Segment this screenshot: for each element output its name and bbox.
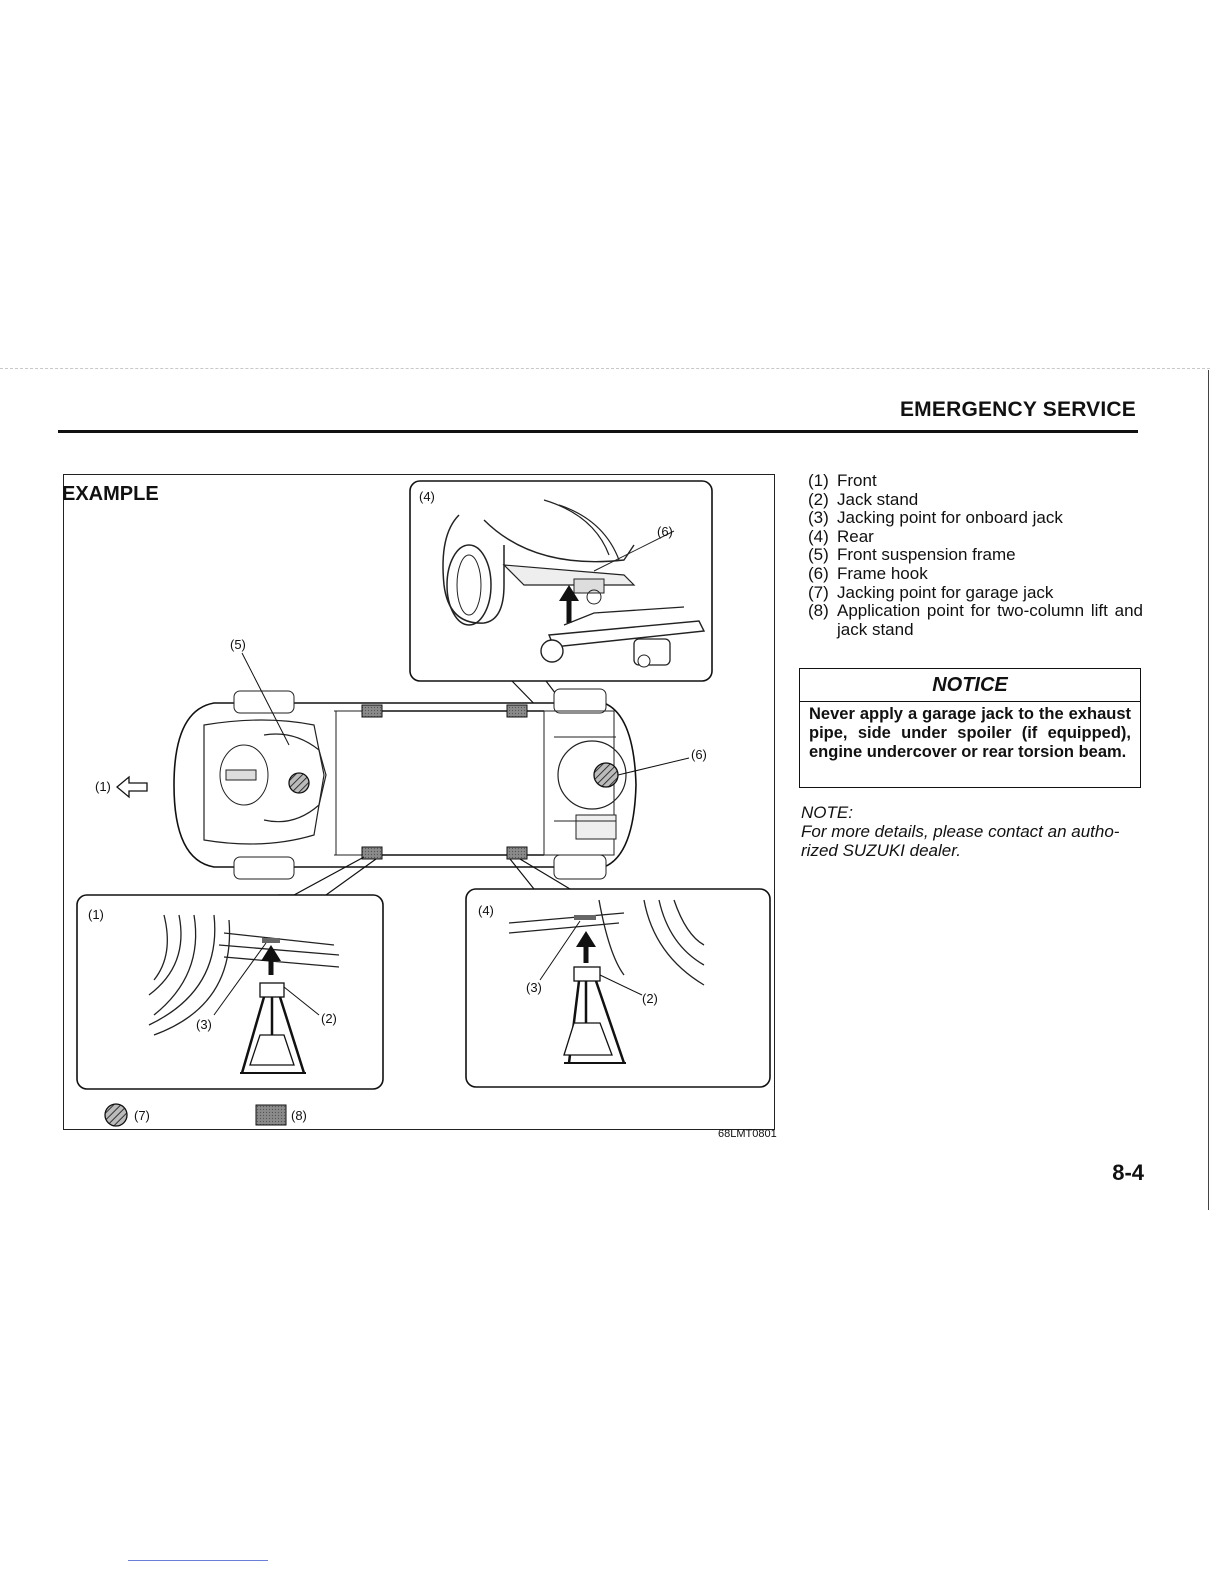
- callout-rear-top: (4): [419, 489, 435, 504]
- footnote-rule: [128, 1560, 268, 1561]
- header-rule: [58, 430, 1138, 433]
- note-text: For more details, please contact an auth…: [801, 822, 1120, 860]
- jacking-points-figure: (4) (6): [63, 474, 775, 1130]
- lift-point-rear-bottom: [506, 846, 528, 860]
- legend-text: Frame hook: [837, 563, 928, 583]
- example-label: EXAMPLE: [62, 483, 159, 505]
- legend-item: (4) Rear: [808, 526, 1143, 547]
- legend-text: Jacking point for onboard jack: [837, 508, 1063, 528]
- garage-jack-point-rear: [593, 762, 619, 788]
- legend-text: Rear: [837, 526, 874, 546]
- legend-item: (5) Front suspension frame: [808, 546, 1143, 565]
- page-number: 8-4: [1112, 1160, 1144, 1185]
- callout-jacking-point-left: (3): [196, 1017, 212, 1032]
- legend-number: (2): [808, 489, 829, 509]
- car-underbody: (5) (6) (1): [95, 637, 707, 880]
- vehicle-underbody-diagram: (4) (6): [76, 480, 771, 1127]
- legend-number: (3): [808, 508, 829, 528]
- legend-item: (1) Front: [808, 471, 1143, 491]
- legend-item: (3) Jacking point for onboard jack: [808, 509, 1143, 528]
- key-label-lift-point: (8): [291, 1108, 307, 1123]
- callout-frame-hook-top: (6): [657, 524, 673, 539]
- callout-jack-stand-right: (2): [642, 991, 658, 1006]
- scan-artifact-line: [0, 368, 1210, 369]
- figure-key: (7) (8): [104, 1103, 307, 1127]
- legend-item: (2) Jack stand: [808, 489, 1143, 510]
- inset-rear-jack-stand: (4) (3) (2): [465, 888, 771, 1088]
- lift-point-front-top: [361, 704, 383, 718]
- inset-front-jack-stand: (1) (3) (2): [76, 894, 384, 1090]
- legend-number: (7): [808, 582, 829, 602]
- legend-number: (8): [808, 601, 829, 621]
- legend-number: (1): [808, 471, 829, 490]
- section-title: EMERGENCY SERVICE: [899, 398, 1136, 421]
- legend-item: (7) Jacking point for garage jack: [808, 582, 1143, 603]
- note-block: NOTE: For more details, please contact a…: [801, 803, 1141, 860]
- front-direction-arrow-icon: [115, 775, 148, 799]
- key-label-garage-jack: (7): [134, 1108, 150, 1123]
- legend-item: (8) Application point for two-column lift…: [808, 601, 1143, 639]
- callout-front-arrow: (1): [95, 779, 111, 794]
- legend-number: (4): [808, 526, 829, 546]
- legend-text: Front suspension frame: [837, 545, 1016, 565]
- callout-jack-stand-left: (2): [321, 1011, 337, 1026]
- notice-title: NOTICE: [800, 669, 1140, 702]
- notice-body: Never apply a garage jack to the exhaust…: [809, 705, 1131, 761]
- legend-number: (5): [808, 545, 829, 565]
- lift-point-rear-top: [506, 704, 528, 718]
- callout-jacking-point-right: (3): [526, 980, 542, 995]
- figure-code: 68LMT0801: [718, 1128, 777, 1140]
- garage-jack-point-symbol-icon: [104, 1103, 128, 1127]
- note-label: NOTE:: [801, 803, 853, 822]
- legend-number: (6): [808, 563, 829, 583]
- callout-front-inset: (1): [88, 907, 104, 922]
- callout-frame-hook: (6): [691, 747, 707, 762]
- legend-text: Jack stand: [837, 489, 919, 509]
- legend-text: Jacking point for garage jack: [837, 582, 1054, 602]
- inset-rear-garage-jack: (4) (6): [409, 480, 713, 682]
- legend-item: (6) Frame hook: [808, 563, 1143, 584]
- lift-point-front-bottom: [361, 846, 383, 860]
- garage-jack-point-front: [288, 772, 310, 794]
- legend-text: Front: [837, 471, 877, 490]
- lift-point-symbol-icon: [255, 1104, 287, 1126]
- callout-front-suspension-frame: (5): [230, 637, 246, 652]
- callout-rear-inset: (4): [478, 903, 494, 918]
- legend-text: Application point for two-column lift an…: [837, 601, 1143, 639]
- notice-box: NOTICE Never apply a garage jack to the …: [799, 668, 1141, 788]
- page-edge-line: [1208, 370, 1209, 1210]
- legend-list: (1) Front (2) Jack stand (3) Jacking point …: [808, 471, 1143, 639]
